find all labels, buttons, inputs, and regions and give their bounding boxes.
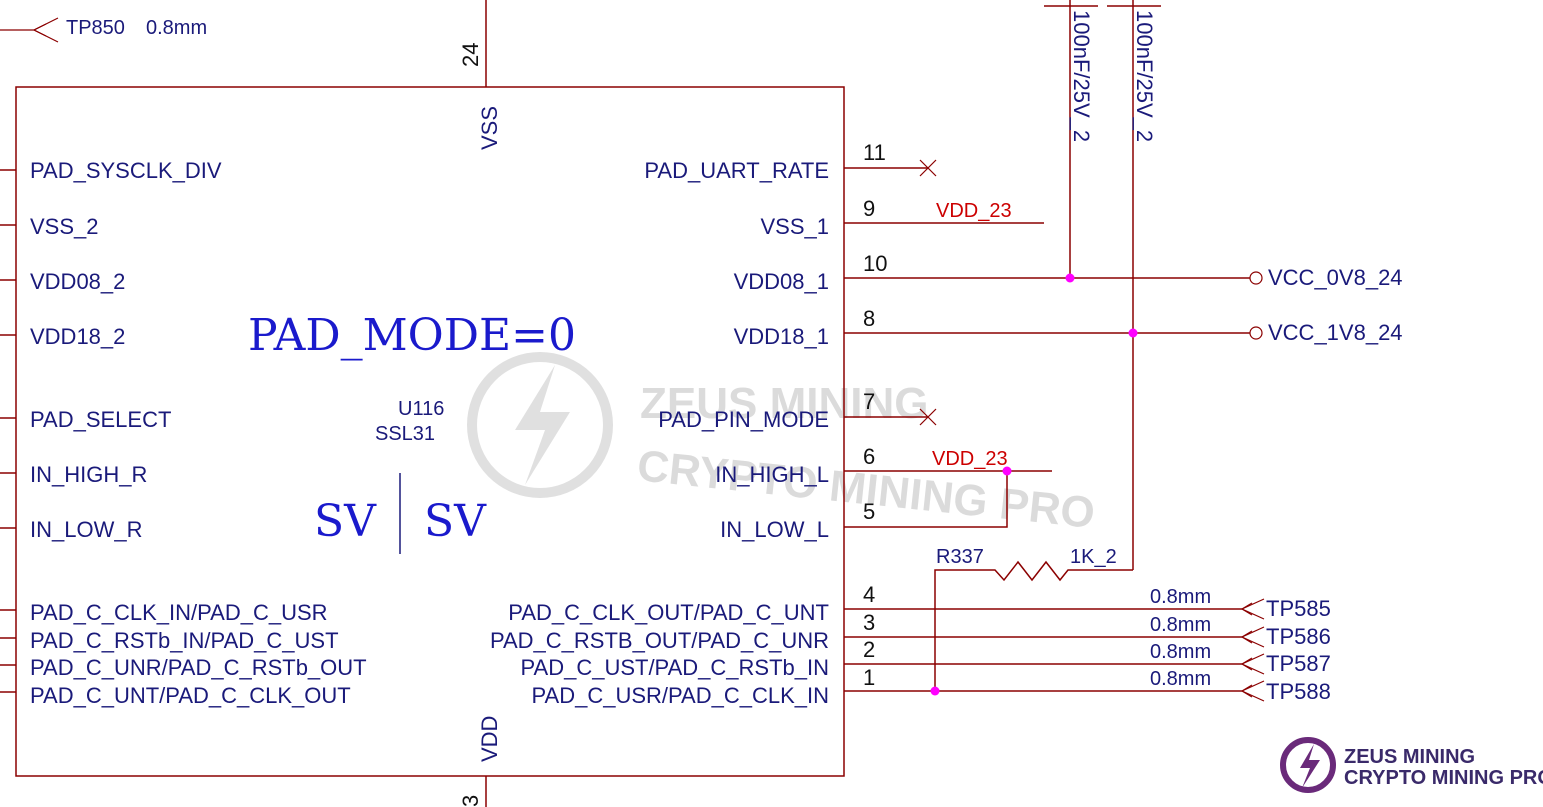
logo-bolt-icon [1300,744,1320,788]
left-pin-label: VSS_2 [30,214,99,239]
right-pin-label: VSS_1 [761,214,830,239]
sv-right-text: SV [424,496,487,547]
right-pin-label: PAD_C_UST/PAD_C_RSTb_IN [520,655,829,680]
top-pin-name: VSS [477,106,502,150]
left-pin-group [0,169,16,693]
power-net-label: VCC_0V8_24 [1268,265,1403,290]
right-pin-number: 4 [863,582,875,607]
chip-refdes: U116 [398,398,444,420]
left-pin-label: IN_LOW_R [30,517,142,542]
right-wires [844,0,1250,692]
resistor-refdes: R337 [936,546,984,568]
resistor-value: 1K_2 [1070,546,1117,568]
right-pin-label: PAD_C_RSTB_OUT/PAD_C_UNR [490,628,829,653]
right-pin-number: 2 [863,637,875,662]
power-port-icon [1249,271,1263,285]
power-net-label: VCC_1V8_24 [1268,320,1403,345]
testpoint-size: 0.8mm [1150,668,1211,690]
left-pin-label: PAD_C_UNR/PAD_C_RSTb_OUT [30,655,367,680]
right-pin-label: PAD_C_CLK_OUT/PAD_C_UNT [508,600,829,625]
right-pin-number: 11 [863,140,886,165]
right-pin-label: PAD_C_USR/PAD_C_CLK_IN [531,683,829,708]
right-pin-label: IN_HIGH_L [715,462,829,487]
testpoint-arrow-icon [1240,598,1265,702]
left-pin-label: PAD_C_RSTb_IN/PAD_C_UST [30,628,339,653]
right-pin-number: 1 [863,665,875,690]
right-pin-number: 8 [863,306,875,331]
testpoint-arrow-icon [32,17,59,43]
no-connect-icon [919,159,937,177]
right-pin-label: VDD08_1 [734,269,829,294]
chip-part: SSL31 [375,423,435,445]
testpoint-name: TP587 [1266,651,1331,676]
testpoint-size: 0.8mm [1150,641,1211,663]
right-pin-label: VDD18_1 [734,324,829,349]
junction-dot [930,686,940,696]
right-pin-number: 9 [863,196,875,221]
junction-dot [1002,466,1012,476]
capacitor-value: 100nF/25V_2 [1069,10,1094,142]
left-pin-label: IN_HIGH_R [30,462,147,487]
right-pin-number: 6 [863,444,875,469]
testpoint-size: 0.8mm [1150,586,1211,608]
left-pin-label: PAD_C_UNT/PAD_C_CLK_OUT [30,683,351,708]
right-pin-number: 10 [863,251,887,276]
watermark-bolt-icon [515,365,570,485]
right-pin-label: PAD_UART_RATE [644,158,829,183]
watermark-ring [467,352,613,498]
right-pin-number: 5 [863,499,875,524]
testpoint-size: 0.8mm [1150,614,1211,636]
right-pin-label: PAD_PIN_MODE [658,407,829,432]
tp850-name: TP850 [66,17,125,39]
top-pin-number: 24 [458,43,483,67]
testpoint-name: TP586 [1266,624,1331,649]
left-pin-label: PAD_SELECT [30,407,171,432]
tp850-size: 0.8mm [146,17,207,39]
right-pin-number: 7 [863,389,875,414]
left-pin-label: PAD_SYSCLK_DIV [30,158,222,183]
bottom-pin-name: VDD [477,716,502,762]
pad-mode-text: PAD_MODE=0 [248,310,576,361]
no-connect-icon [919,408,937,426]
net-label-vdd23: VDD_23 [932,448,1008,470]
chip-body [15,86,845,777]
logo-ring [1280,737,1336,793]
logo-line2: CRYPTO MINING PRO [1344,767,1543,789]
watermark-line1: ZEUS MINING [640,379,928,428]
testpoint-name: TP588 [1266,679,1331,704]
capacitor-value: 100nF/25V_2 [1132,10,1157,142]
right-pin-number: 3 [863,610,875,635]
left-pin-label: VDD18_2 [30,324,125,349]
testpoint-name: TP585 [1266,596,1331,621]
left-pin-label: PAD_C_CLK_IN/PAD_C_USR [30,600,328,625]
logo-line1: ZEUS MINING [1344,746,1475,768]
right-pin-label: IN_LOW_L [720,517,829,542]
bottom-pin-number: 3 [458,795,483,807]
net-label-vdd23: VDD_23 [936,200,1012,222]
left-pin-label: VDD08_2 [30,269,125,294]
junction-dot [1128,328,1138,338]
junction-dot [1065,273,1075,283]
sv-left-text: SV [314,496,377,547]
brand-logo: ZEUS MINING CRYPTO MINING PRO [1280,737,1543,793]
power-port-icon [1249,326,1263,340]
